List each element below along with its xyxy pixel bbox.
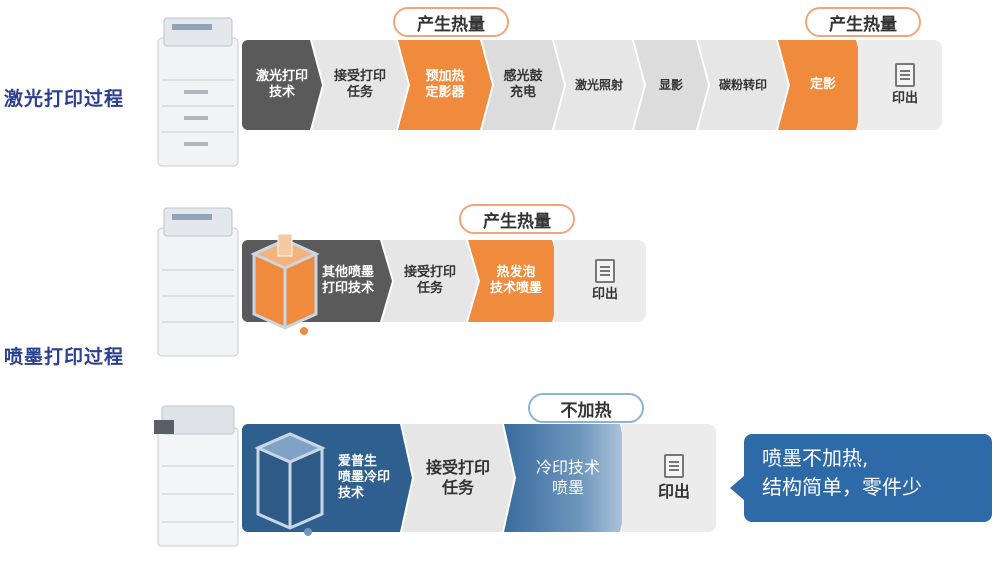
inkjet-step-receive: 接受打印 任务 [382, 240, 478, 322]
inkjet-process-label: 喷墨打印过程 [4, 346, 125, 368]
laser-printer-icon [157, 17, 239, 167]
laser-step-develop: 显影 [634, 40, 708, 130]
document-icon [664, 454, 684, 478]
inkjet-printer-icon [157, 207, 239, 357]
callout-line2: 结构简单，零件少 [762, 475, 922, 499]
laser-step-expose: 激光照射 [554, 40, 644, 130]
laser-process-label: 激光打印过程 [4, 88, 125, 110]
laser-step-fuse: 定影 [778, 40, 868, 130]
heat-badge-laser-fuser: 产生热量 [805, 7, 921, 37]
laser-output-label: 印出 [891, 90, 918, 106]
laser-output: 印出 [858, 40, 942, 130]
laser-head: 激光打印 技术 [242, 40, 322, 130]
callout-line1: 喷墨不加热, [762, 446, 869, 470]
epson-printer-icon [154, 405, 239, 547]
epson-output-label: 印出 [657, 482, 690, 501]
inkjet-step-thermal: 热发泡 技术喷墨 [468, 240, 564, 322]
laser-step-transfer: 碳粉转印 [698, 40, 788, 130]
inkjet-output: 印出 [554, 240, 646, 322]
epson-output: 印出 [622, 424, 716, 532]
inkjet-head-label: 其他喷墨 打印技术 [321, 264, 374, 296]
epson-step-coldprint: 冷印技术 喷墨 [504, 424, 632, 532]
no-heat-badge: 不加热 [528, 393, 644, 423]
ink-cartridge-icon [254, 432, 326, 536]
ink-cartridge-icon [250, 233, 320, 335]
heat-badge-laser-preheat: 产生热量 [393, 7, 509, 37]
epson-head-label: 爱普生 喷墨冷印 技术 [337, 453, 390, 502]
laser-step-preheat: 预加热 定影器 [398, 40, 492, 130]
heat-badge-inkjet: 产生热量 [459, 204, 575, 234]
document-icon [895, 62, 915, 87]
laser-step-charge: 感光鼓 充电 [482, 40, 564, 130]
laser-process-row: 激光打印 技术 接受打印 任务 预加热 定影器 感光鼓 充电 激光照射 显影 碳… [242, 40, 942, 130]
document-icon [595, 258, 615, 283]
callout-box: 喷墨不加热, 结构简单，零件少 [730, 434, 992, 522]
laser-step-receive: 接受打印 任务 [312, 40, 408, 130]
inkjet-output-label: 印出 [591, 286, 618, 302]
epson-step-receive: 接受打印 任务 [402, 424, 514, 532]
